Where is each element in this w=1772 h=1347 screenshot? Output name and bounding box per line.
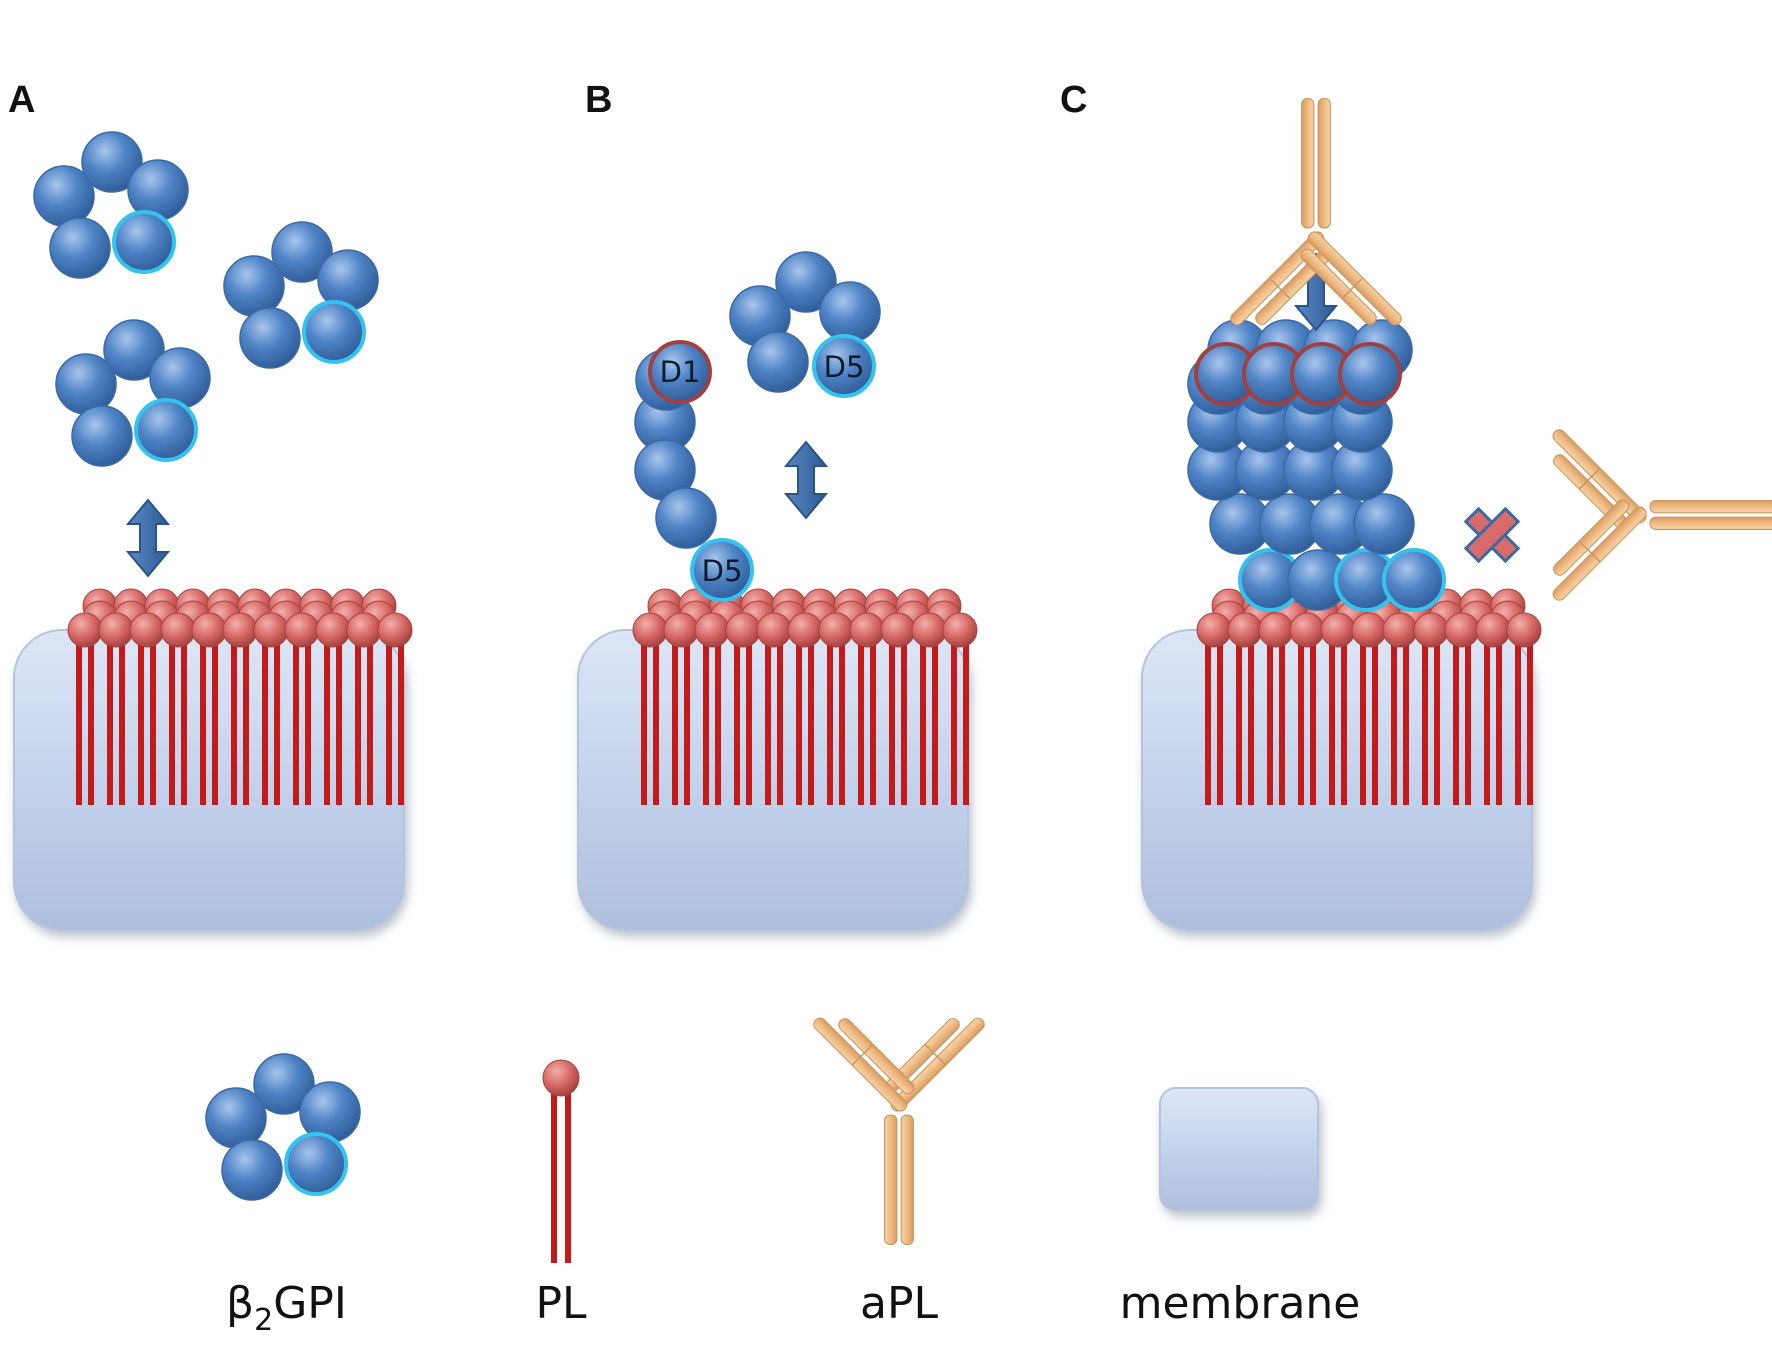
beta2gpi-closed-ring: D5: [729, 251, 881, 398]
beta2gpi-open-chain: D1 D5: [634, 340, 754, 602]
phospholipid-head: [818, 612, 854, 648]
beta2gpi-closed-ring: [34, 132, 188, 278]
beta2gpi-closed-ring: [224, 222, 378, 368]
d1-label: D1: [660, 355, 701, 389]
phospholipid-head: [1382, 612, 1418, 648]
phospholipid-head: [346, 612, 382, 648]
phospholipid-head: [160, 612, 196, 648]
domain-d5: [1382, 548, 1446, 612]
phospholipid-head: [1289, 612, 1325, 648]
panel-b: D1 D5 D5: [577, 251, 978, 931]
phospholipid-head: [880, 612, 916, 648]
phospholipid-head: [67, 612, 103, 648]
legend-pl: PL: [535, 1059, 587, 1329]
legend-label-membrane: membrane: [1120, 1278, 1361, 1329]
legend-label-beta2gpi: β2GPI: [226, 1278, 347, 1338]
phospholipid-head: [1351, 612, 1387, 648]
d5-label: D5: [824, 350, 865, 384]
legend-apl: aPL: [810, 1002, 988, 1329]
phospholipid-head: [1413, 612, 1449, 648]
phospholipid-head: [1227, 612, 1263, 648]
phospholipid-head: [942, 612, 978, 648]
phospholipid-head: [1196, 612, 1232, 648]
panel-label-b: B: [585, 79, 612, 121]
phospholipid-head: [1506, 612, 1542, 648]
phospholipid-head: [1475, 612, 1511, 648]
d5-label: D5: [702, 554, 743, 588]
phospholipid-head: [663, 612, 699, 648]
phospholipid-head: [253, 612, 289, 648]
legend-label-pl: PL: [535, 1278, 587, 1329]
phospholipid-head: [694, 612, 730, 648]
phospholipid-head: [849, 612, 885, 648]
phospholipid-head: [911, 612, 947, 648]
apl-antibody-blocked: [1537, 426, 1772, 604]
antibody-icon: [810, 1002, 988, 1246]
panel-label-c: C: [1060, 79, 1087, 121]
beta2gpi-closed-ring: [56, 320, 210, 466]
domain-sphere: [1353, 493, 1415, 555]
panel-c: [1141, 97, 1772, 931]
gpi-text: GPI: [273, 1278, 347, 1329]
legend-beta2gpi: β2GPI: [206, 1054, 360, 1338]
phospholipid-head: [315, 612, 351, 648]
panel-label-a: A: [8, 79, 35, 121]
beta-symbol: β: [226, 1278, 254, 1329]
phospholipid-head: [98, 612, 134, 648]
phospholipid-head: [1258, 612, 1294, 648]
legend-label-apl: aPL: [860, 1278, 938, 1329]
legend: β2GPI PL aPL membrane: [206, 1002, 1361, 1338]
phospholipid-head: [787, 612, 823, 648]
beta2gpi-icon: [206, 1054, 360, 1200]
binding-arrow-icon: [127, 499, 169, 577]
domain-d1: [1338, 342, 1402, 406]
phospholipid-head: [632, 612, 668, 648]
phospholipid-head: [191, 612, 227, 648]
membrane: [13, 629, 405, 931]
panel-a: [13, 132, 413, 931]
phospholipid-head: [129, 612, 165, 648]
phospholipid-head: [284, 612, 320, 648]
beta2gpi-oligomer-cluster: [1187, 319, 1446, 612]
membrane: [577, 629, 969, 931]
beta-subscript: 2: [254, 1303, 273, 1338]
membrane-icon: [1159, 1087, 1319, 1211]
phospholipid-head: [1320, 612, 1356, 648]
no-binding-x-icon: [1463, 506, 1521, 564]
phospholipid-head: [377, 612, 413, 648]
legend-membrane: membrane: [1120, 1087, 1361, 1329]
phospholipid-head: [756, 612, 792, 648]
phospholipid-head: [222, 612, 258, 648]
membrane: [1141, 629, 1533, 931]
phospholipid-head: [1444, 612, 1480, 648]
phospholipid-icon: [542, 1059, 580, 1097]
binding-arrow-icon: [785, 441, 827, 519]
phospholipid-head: [725, 612, 761, 648]
